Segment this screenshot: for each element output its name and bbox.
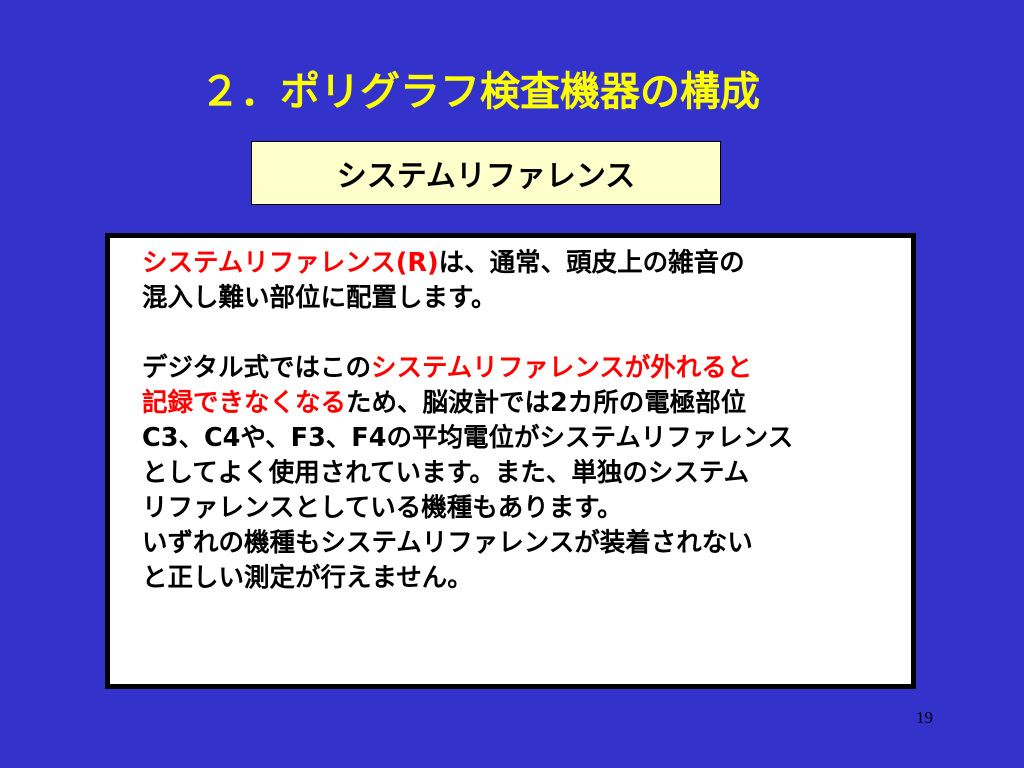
paragraph-2-line-7: と正しい測定が行えません。 bbox=[142, 563, 473, 593]
highlight-cannot-record: 記録できなくなる bbox=[142, 388, 347, 418]
paragraph-1-line-2: 混入し難い部位に配置します。 bbox=[142, 283, 497, 313]
paragraph-1-line-1: システムリファレンス(R)は、通常、頭皮上の雑音の bbox=[142, 246, 902, 281]
paragraph-1: システムリファレンス(R)は、通常、頭皮上の雑音の 混入し難い部位に配置します。 bbox=[142, 246, 902, 316]
paragraph-2-line-3: C3、C4や、F3、F4の平均電位がシステムリファレンス bbox=[142, 423, 794, 453]
paragraph-1-line-1-text: は、通常、頭皮上の雑音の bbox=[438, 248, 745, 278]
paragraph-2: デジタル式ではこのシステムリファレンスが外れると 記録できなくなるため、脳波計で… bbox=[142, 351, 902, 596]
highlight-reference-detached: システムリファレンスが外れると bbox=[371, 353, 753, 383]
subtitle-box: システムリファレンス bbox=[251, 141, 721, 205]
paragraph-2-line-5: リファレンスとしている機種もあります。 bbox=[142, 493, 623, 523]
content-text: システムリファレンス(R)は、通常、頭皮上の雑音の 混入し難い部位に配置します。… bbox=[142, 246, 902, 596]
paragraph-2-line-2-text: ため、脳波計では2カ所の電極部位 bbox=[346, 388, 747, 418]
paragraph-2-line-4: としてよく使用されています。また、単独のシステム bbox=[142, 458, 750, 488]
content-box: システムリファレンス(R)は、通常、頭皮上の雑音の 混入し難い部位に配置します。… bbox=[105, 233, 916, 689]
paragraph-2-line-1: デジタル式ではこのシステムリファレンスが外れると bbox=[142, 351, 902, 386]
page-number: 19 bbox=[916, 708, 933, 727]
slide-title: ２．ポリグラフ検査機器の構成 bbox=[200, 69, 760, 115]
paragraph-2-line-1-text: デジタル式ではこの bbox=[142, 353, 371, 383]
paragraph-2-line-6: いずれの機種もシステムリファレンスが装着されない bbox=[142, 528, 753, 558]
paragraph-2-line-2: 記録できなくなるため、脳波計では2カ所の電極部位 bbox=[142, 386, 902, 421]
paragraph-gap bbox=[142, 316, 902, 351]
subtitle-text: システムリファレンス bbox=[336, 159, 636, 194]
highlight-system-reference-r: システムリファレンス(R) bbox=[142, 248, 439, 278]
